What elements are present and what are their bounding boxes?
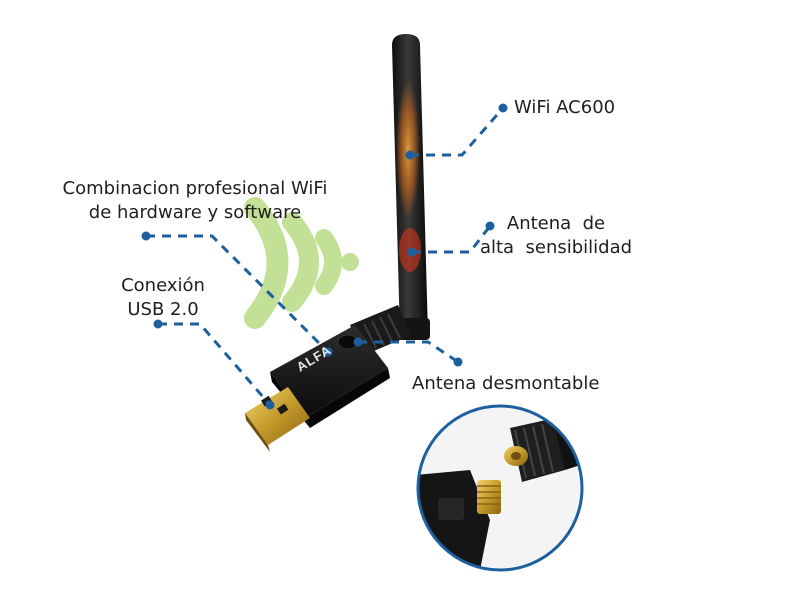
usb-adapter — [270, 325, 390, 428]
callout-usb — [158, 322, 272, 406]
label-pro-combo-line1: Combinacion profesional WiFi — [62, 178, 328, 199]
callout-pro-combo — [146, 234, 330, 354]
label-usb-line2: USB 2.0 — [127, 299, 199, 320]
label-wifi-standard-text: WiFi AC600 — [514, 97, 616, 118]
callout-lines — [146, 107, 505, 406]
label-wifi-standard: WiFi AC600 — [514, 96, 615, 120]
detail-inset — [416, 404, 584, 572]
usb-connector — [245, 387, 310, 452]
antenna — [392, 34, 430, 340]
callout-dots — [141, 103, 508, 410]
wifi-signal-icon — [244, 197, 359, 329]
label-antenna: Antena de alta sensibilidad — [476, 212, 636, 260]
callout-antenna — [412, 225, 492, 254]
callout-detachable — [358, 340, 459, 364]
label-detachable: Antena desmontable — [412, 372, 599, 396]
label-pro-combo: Combinacion profesional WiFi de hardware… — [54, 177, 336, 225]
label-pro-combo-line2: de hardware y software — [88, 202, 302, 223]
label-detachable-text: Antena desmontable — [412, 373, 600, 394]
callout-wifi-ac600 — [410, 107, 505, 157]
label-usb: Conexión USB 2.0 — [108, 274, 218, 322]
label-usb-line1: Conexión — [121, 275, 205, 296]
label-antenna-line1: Antena de — [506, 213, 606, 234]
label-antenna-line2: alta sensibilidad — [479, 237, 633, 258]
